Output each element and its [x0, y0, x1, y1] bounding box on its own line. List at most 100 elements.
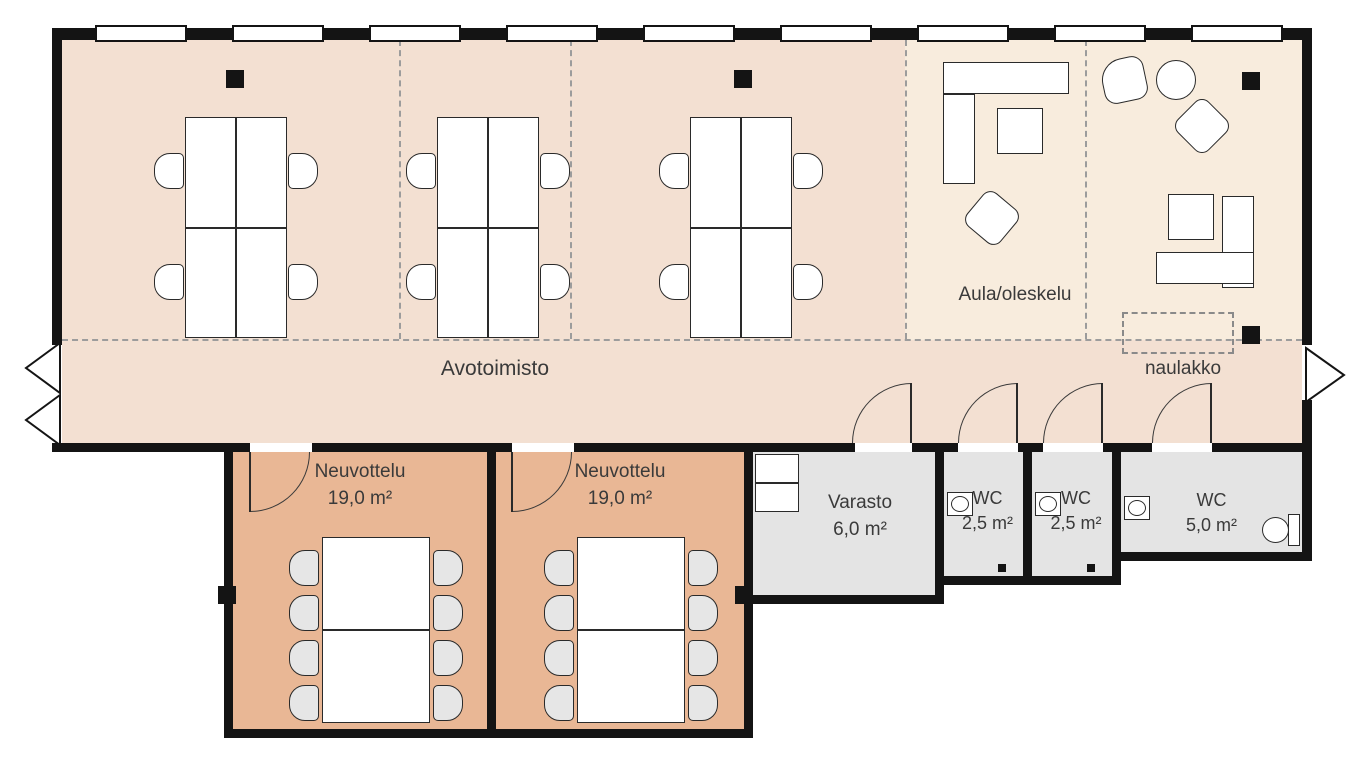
entrance-arrow-right-icon	[1305, 346, 1346, 404]
window	[643, 25, 735, 42]
meeting-chair	[544, 685, 574, 721]
task-chair	[406, 264, 436, 300]
meeting-chair	[433, 640, 463, 676]
zone-divider-horizontal	[62, 339, 1302, 341]
label-lounge: Aula/oleskelu	[925, 282, 1105, 309]
sofa	[943, 94, 975, 184]
meeting-chair	[688, 685, 718, 721]
label-wc-2: WC 2,5 m²	[1040, 486, 1112, 536]
window	[1191, 25, 1283, 42]
label-storage: Varasto 6,0 m²	[795, 490, 925, 543]
storage-area: 6,0 m²	[833, 518, 887, 540]
label-meeting-room-2: Neuvottelu 19,0 m²	[496, 459, 744, 512]
door-leaf	[249, 452, 251, 512]
round-table	[1156, 60, 1196, 100]
column	[1242, 326, 1260, 344]
sink-icon	[1035, 492, 1061, 516]
column	[218, 586, 236, 604]
wall-segment	[312, 443, 512, 452]
table-seam	[322, 629, 430, 631]
zone-divider-vertical	[905, 40, 907, 339]
meeting-chair	[688, 595, 718, 631]
meeting-chair	[544, 595, 574, 631]
task-chair	[288, 153, 318, 189]
column	[1242, 72, 1260, 90]
window	[1054, 25, 1146, 42]
table-seam	[577, 629, 685, 631]
window	[95, 25, 187, 42]
meeting-room-1-area: 19,0 m²	[327, 487, 393, 509]
task-chair	[540, 153, 570, 189]
wall-right	[1302, 443, 1312, 561]
zone-divider-vertical	[1085, 40, 1087, 339]
meeting-chair	[688, 640, 718, 676]
zone-divider-vertical	[399, 40, 401, 339]
door-leaf	[511, 452, 513, 512]
floor-drain	[998, 564, 1006, 572]
meeting-room-2-name: Neuvottelu	[574, 461, 666, 482]
floor-drain	[1087, 564, 1095, 572]
task-chair	[793, 153, 823, 189]
wall-segment	[224, 443, 250, 452]
window	[232, 25, 324, 42]
wc-2-name: WC	[1061, 488, 1091, 508]
task-chair	[659, 264, 689, 300]
meeting-chair	[289, 595, 319, 631]
task-chair	[154, 153, 184, 189]
label-coat-rack: naulakko	[1125, 356, 1241, 383]
wall-segment	[744, 595, 944, 604]
task-chair	[288, 264, 318, 300]
zone-divider-vertical	[570, 40, 572, 339]
column	[734, 70, 752, 88]
wc-3-area: 5,0 m²	[1185, 515, 1237, 536]
meeting-chair	[289, 640, 319, 676]
wc-1-area: 2,5 m²	[961, 513, 1013, 534]
meeting-chair	[433, 550, 463, 586]
open-office-name: Avotoimisto	[440, 357, 550, 380]
meeting-chair	[433, 595, 463, 631]
meeting-chair	[544, 640, 574, 676]
desk-divider	[690, 227, 792, 229]
task-chair	[154, 264, 184, 300]
wall-segment	[224, 729, 753, 738]
meeting-chair	[289, 550, 319, 586]
sofa	[1156, 252, 1254, 284]
label-wc-3: WC 5,0 m²	[1121, 488, 1302, 538]
meeting-room-2-area: 19,0 m²	[587, 487, 653, 509]
wc-2-area: 2,5 m²	[1050, 513, 1102, 534]
wall-segment	[574, 443, 855, 452]
door-leaf	[1210, 383, 1212, 443]
sink-icon	[1124, 496, 1150, 520]
task-chair	[793, 264, 823, 300]
column	[226, 70, 244, 88]
door-leaf	[1016, 383, 1018, 443]
task-chair	[540, 264, 570, 300]
wall-segment	[1103, 443, 1152, 452]
desk-divider	[437, 227, 539, 229]
wall-bottom-left	[52, 443, 233, 452]
coffee-table	[997, 108, 1043, 154]
coffee-table	[1168, 194, 1214, 240]
wall-segment	[1112, 443, 1121, 585]
meeting-chair	[544, 550, 574, 586]
wall-right	[1302, 28, 1312, 345]
door-leaf	[1101, 383, 1103, 443]
task-chair	[659, 153, 689, 189]
wall-segment	[935, 576, 1121, 585]
wall-segment	[1112, 552, 1312, 561]
task-chair	[406, 153, 436, 189]
meeting-room-1-name: Neuvottelu	[314, 461, 406, 482]
entrance-arrow-left-icon	[24, 341, 61, 447]
wall-segment	[1023, 443, 1032, 585]
window	[917, 25, 1009, 42]
wall-segment	[935, 443, 944, 604]
wc-3-name: WC	[1196, 490, 1227, 510]
meeting-chair	[688, 550, 718, 586]
meeting-chair	[433, 685, 463, 721]
wall-left	[52, 28, 62, 345]
storage-name: Varasto	[827, 492, 893, 513]
wc-1-name: WC	[972, 488, 1003, 508]
label-meeting-room-1: Neuvottelu 19,0 m²	[233, 459, 487, 512]
shelf-line	[755, 482, 799, 484]
window	[780, 25, 872, 42]
